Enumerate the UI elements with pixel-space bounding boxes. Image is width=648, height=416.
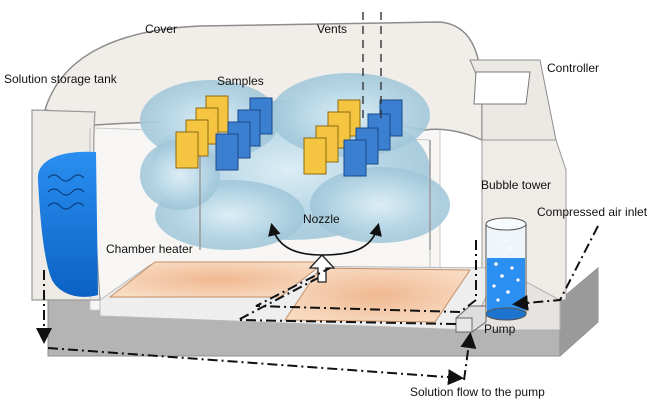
bubble-tower (485, 217, 527, 321)
vents-lines (362, 12, 382, 120)
wave-line-3 (47, 202, 85, 210)
label-vents: Vents (317, 22, 348, 36)
label-solution-storage-tank: Solution storage tank (4, 72, 117, 86)
samples-left-group (175, 95, 273, 171)
pump (455, 305, 487, 333)
label-solution-flow: Solution flow to the pump (410, 385, 545, 399)
wave-line-1 (47, 174, 85, 182)
label-chamber-heater: Chamber heater (106, 242, 193, 256)
label-cover: Cover (145, 22, 178, 36)
label-compressed-air-inlet: Compressed air inlet (537, 205, 648, 219)
nozzle (268, 222, 382, 283)
label-controller: Controller (547, 61, 600, 75)
label-bubble-tower: Bubble tower (481, 178, 552, 192)
wave-line-2 (47, 188, 85, 196)
label-nozzle: Nozzle (303, 212, 340, 226)
flow-lines (36, 225, 599, 386)
label-pump: Pump (484, 322, 516, 336)
label-samples: Samples (217, 74, 264, 88)
samples-right-group (303, 99, 403, 177)
solution-storage-tank (37, 151, 98, 297)
controller-screen (473, 71, 531, 105)
